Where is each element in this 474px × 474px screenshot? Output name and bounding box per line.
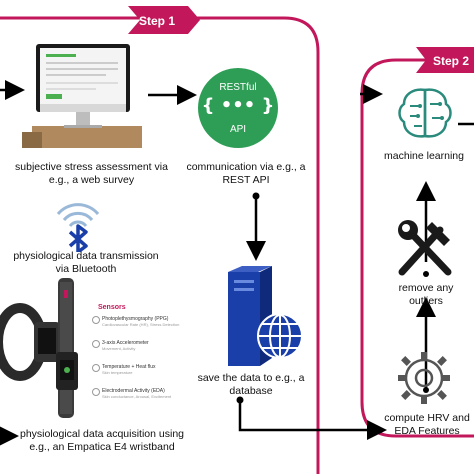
sensor-name: Temperature + Heat flux [102,364,156,370]
survey-label: subjective stress assessment via e.g., a… [15,161,168,186]
step2-label: Step 2 [433,54,469,68]
rest-api-bottom: API [229,124,247,135]
database-server-icon [222,266,303,366]
sensors-panel: Sensors Photoplethysmography (PPG) Cardi… [92,304,212,424]
wristband-label: physiological data acquisition using e.g… [19,428,185,453]
hammer-wrench-icon [394,218,456,276]
outliers-label: remove any outliers [398,282,454,307]
sensor-name: 3-axis Accelerometer [102,340,149,346]
sensor-bullet-icon [92,316,100,324]
sensor-name: Photoplethysmography (PPG) [102,316,169,322]
brain-icon [396,86,454,140]
sensor-bullet-icon [92,388,100,396]
rest-label: communication via e.g., a REST API [186,161,306,186]
wristband-icon [0,278,96,418]
sensor-sub: Skin temperature [102,370,133,375]
database-label: save the data to e.g., a database [197,372,305,397]
rest-api-icon: RESTful { ••• } API [198,68,278,148]
sensor-bullet-icon [92,340,100,348]
bluetooth-label: physiological data transmission via Blue… [13,250,159,275]
sensor-sub: Skin conductance, Arousal, Excitement [102,394,172,399]
sensor-item: Photoplethysmography (PPG) Cardiovascula… [92,316,212,327]
sensor-item: Electrodermal Activity (EDA) Skin conduc… [92,388,212,399]
sensor-sub: Cardiovascular Rate (HR), Stress Detecti… [102,322,180,327]
bluetooth-icon [50,192,106,254]
step1-label: Step 1 [139,14,175,28]
step1-tab [128,6,200,34]
sensor-sub: Movement, Activity [102,346,136,351]
features-label: compute HRV and EDA Features [384,412,470,437]
rest-api-top: RESTful [219,82,257,93]
gear-icon [394,348,454,408]
rest-api-middle: { ••• } [201,95,275,116]
sensor-name: Electrodermal Activity (EDA) [102,388,165,394]
sensors-title: Sensors [98,304,126,311]
sensor-item: 3-axis Accelerometer Movement, Activity [92,340,212,351]
step2-tab [416,47,474,73]
ml-label: machine learning [384,150,464,162]
arrow-db-to-features [238,400,387,440]
sensor-item: Temperature + Heat flux Skin temperature [92,364,212,375]
sensor-bullet-icon [92,364,100,372]
step1-frame [0,16,320,474]
monitor-icon [22,42,142,148]
